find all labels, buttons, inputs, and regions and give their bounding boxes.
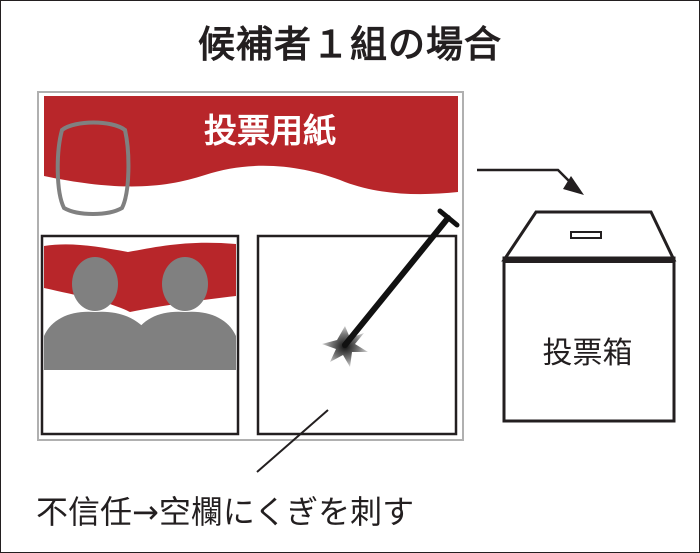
diagram-title: 候補者１組の場合 xyxy=(198,23,502,66)
blank-panel xyxy=(256,234,458,436)
ballot-header-band xyxy=(44,96,458,195)
ballot-box-label: 投票箱 xyxy=(542,336,633,371)
candidate-silhouette-icon xyxy=(44,257,150,370)
ballot-slot xyxy=(570,231,602,239)
arrow-to-ballot-box xyxy=(477,168,584,195)
caption-leader-line xyxy=(256,409,329,473)
nail-icon xyxy=(322,208,460,367)
candidate-panel xyxy=(40,234,240,436)
stamp-seal-icon xyxy=(55,120,131,216)
candidate-silhouette-icon xyxy=(134,257,236,370)
ballot-box-icon xyxy=(501,210,677,423)
caption: 不信任→空欄にくぎを刺す xyxy=(36,493,415,531)
ballot-title: 投票用紙 xyxy=(204,111,336,150)
